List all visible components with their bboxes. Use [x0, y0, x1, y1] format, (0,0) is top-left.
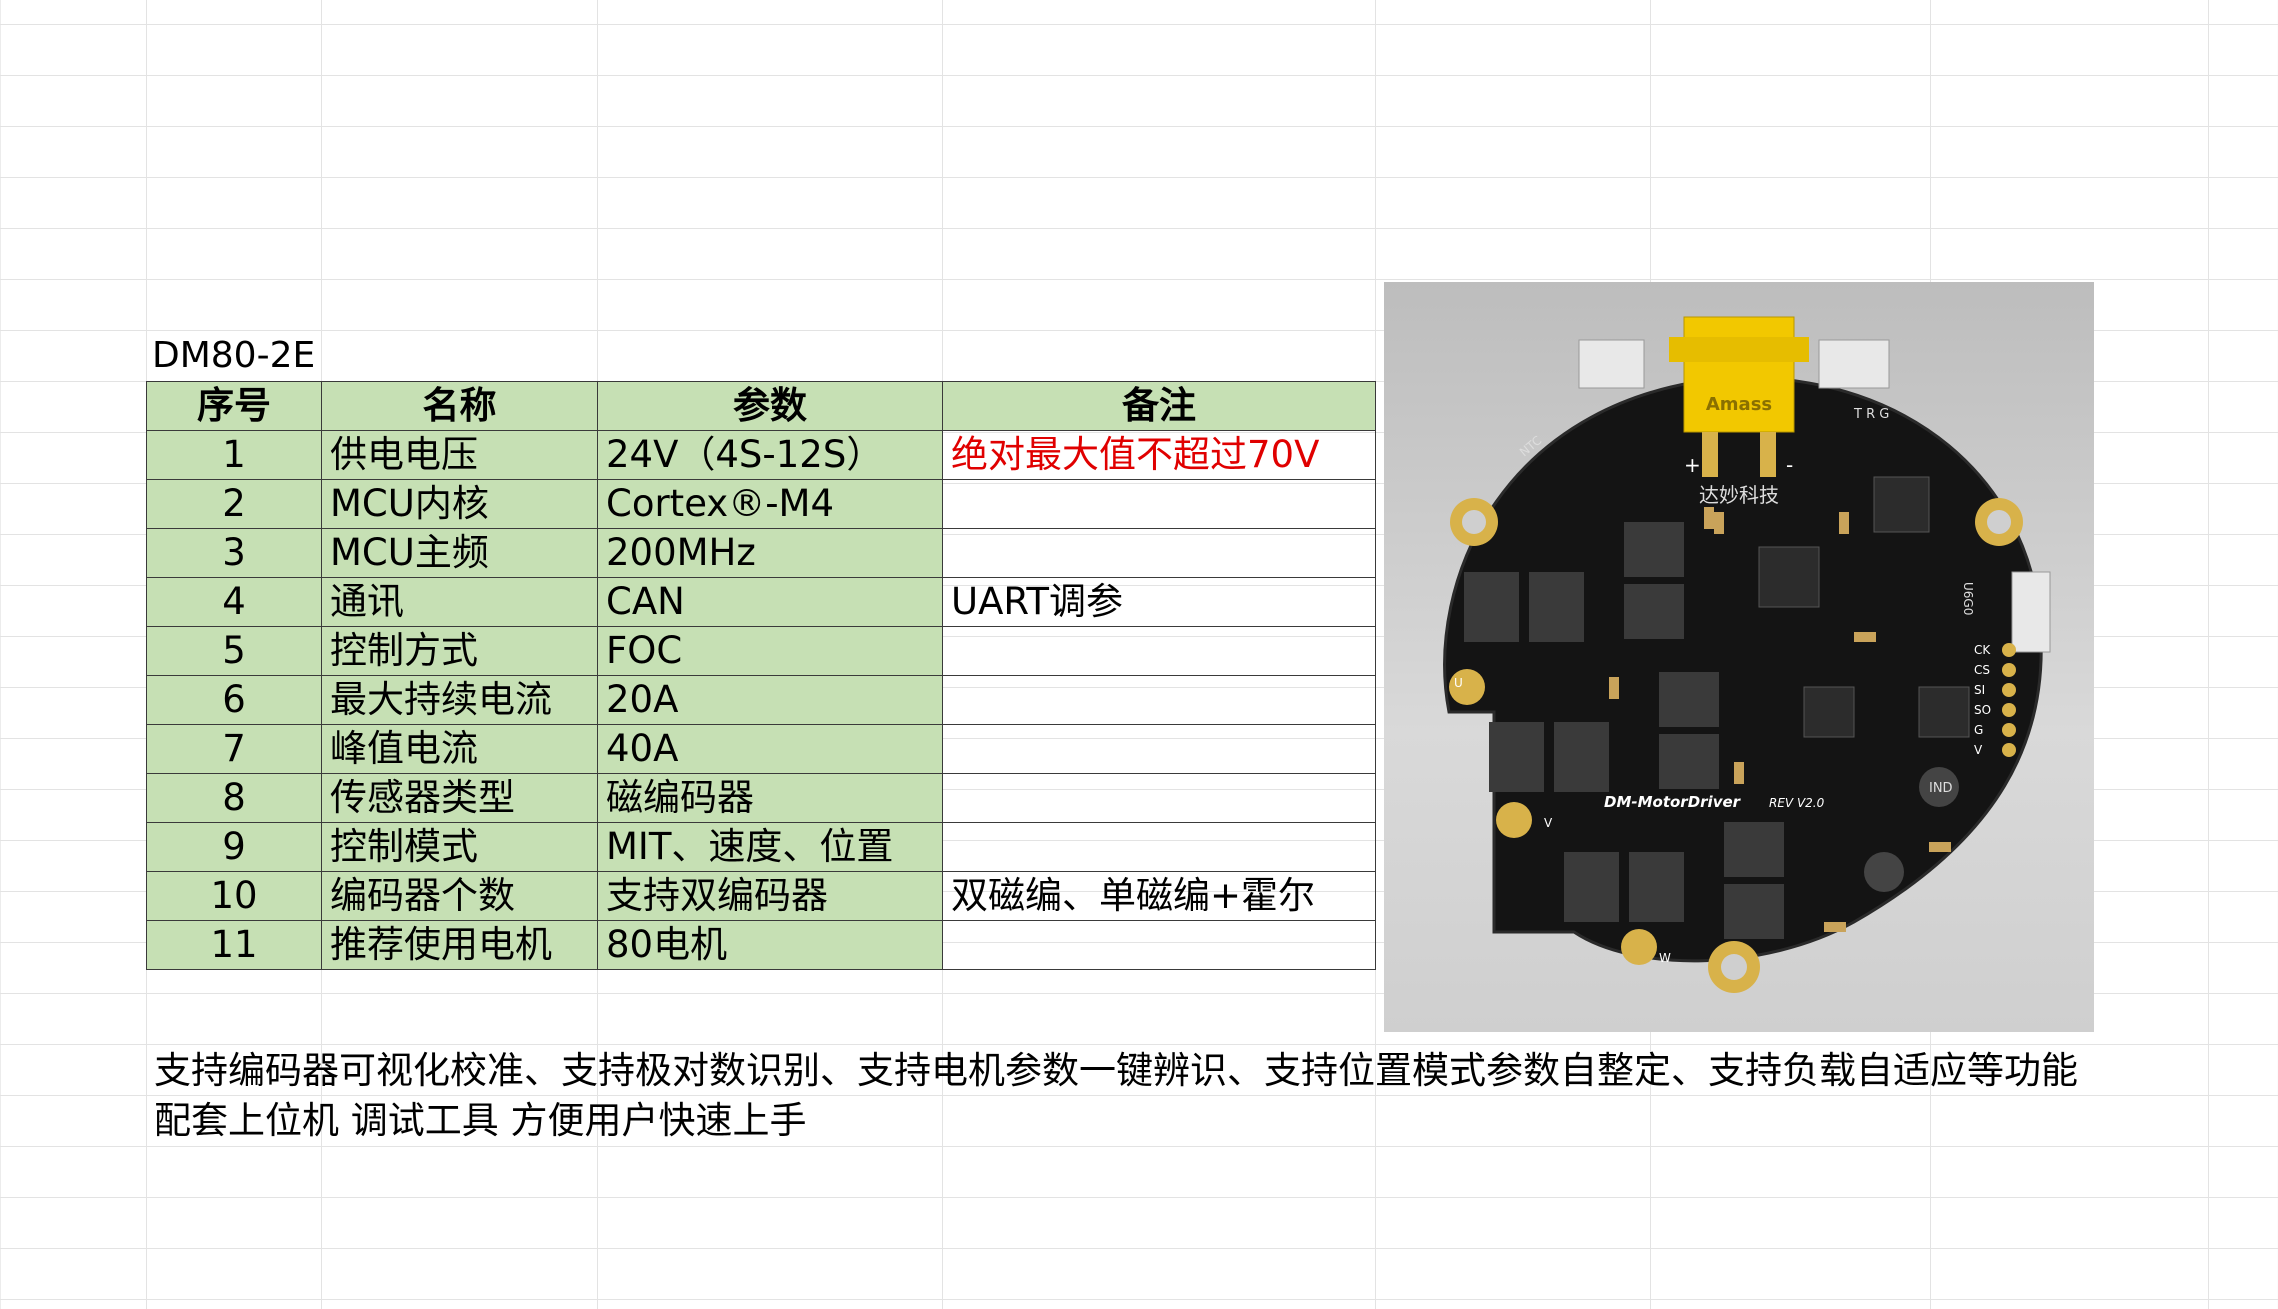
- param-cell[interactable]: 24V（4S-12S）: [597, 430, 943, 480]
- pcb-photo[interactable]: Amass + - 达妙科技 NTC T R G U V W IND: [1384, 282, 2094, 1032]
- column-divider: [1375, 0, 1376, 1309]
- param-cell[interactable]: MIT、速度、位置: [597, 822, 943, 872]
- param-cell[interactable]: FOC: [597, 626, 943, 676]
- svg-text:V: V: [1974, 743, 1983, 757]
- header-cell[interactable]: 序号: [146, 381, 322, 431]
- phase-label-u: U: [1454, 676, 1463, 690]
- param-cell[interactable]: Cortex®-M4: [597, 479, 943, 529]
- feature-note[interactable]: 支持编码器可视化校准、支持极对数识别、支持电机参数一键辨识、支持位置模式参数自整…: [154, 1046, 2078, 1146]
- remark-cell[interactable]: [942, 920, 1376, 970]
- remark-cell[interactable]: 绝对最大值不超过70V: [942, 430, 1376, 480]
- param-cell[interactable]: CAN: [597, 577, 943, 627]
- product-title-cell[interactable]: DM80-2E: [152, 335, 316, 376]
- remark-cell[interactable]: [942, 675, 1376, 725]
- chip-label: U6G0: [1961, 582, 1975, 615]
- remark-cell[interactable]: [942, 773, 1376, 823]
- name-cell[interactable]: 通讯: [321, 577, 598, 627]
- name-cell[interactable]: 编码器个数: [321, 871, 598, 921]
- row-number-cell[interactable]: 11: [146, 920, 322, 970]
- svg-text:CK: CK: [1974, 643, 1991, 657]
- remark-cell[interactable]: UART调参: [942, 577, 1376, 627]
- name-cell[interactable]: 峰值电流: [321, 724, 598, 774]
- phase-label-w: W: [1659, 951, 1671, 965]
- svg-text:SI: SI: [1974, 683, 1985, 697]
- row-number-cell[interactable]: 7: [146, 724, 322, 774]
- remark-cell[interactable]: [942, 528, 1376, 578]
- param-cell[interactable]: 80电机: [597, 920, 943, 970]
- phase-label-v: V: [1544, 816, 1553, 830]
- board-label: DM-MotorDriver: [1604, 793, 1742, 811]
- header-cell[interactable]: 备注: [942, 381, 1376, 431]
- spi-pins: CK CS SI SO G V: [1974, 643, 1991, 757]
- row-number-cell[interactable]: 1: [146, 430, 322, 480]
- row-number-cell[interactable]: 3: [146, 528, 322, 578]
- header-cell[interactable]: 名称: [321, 381, 598, 431]
- name-cell[interactable]: 控制方式: [321, 626, 598, 676]
- note-line: 配套上位机 调试工具 方便用户快速上手: [154, 1099, 807, 1142]
- name-cell[interactable]: 推荐使用电机: [321, 920, 598, 970]
- row-number-cell[interactable]: 2: [146, 479, 322, 529]
- minus-label: -: [1786, 453, 1793, 477]
- remark-cell[interactable]: [942, 822, 1376, 872]
- name-cell[interactable]: 供电电压: [321, 430, 598, 480]
- svg-text:G: G: [1974, 723, 1983, 737]
- svg-text:SO: SO: [1974, 703, 1991, 717]
- param-cell[interactable]: 40A: [597, 724, 943, 774]
- header-cell[interactable]: 参数: [597, 381, 943, 431]
- remark-cell[interactable]: [942, 626, 1376, 676]
- header-row: 序号 名称 参数 备注: [146, 381, 1376, 431]
- svg-text:CS: CS: [1974, 663, 1990, 677]
- remark-cell[interactable]: [942, 479, 1376, 529]
- name-cell[interactable]: 控制模式: [321, 822, 598, 872]
- revision-label: REV V2.0: [1769, 796, 1825, 810]
- row-number-cell[interactable]: 10: [146, 871, 322, 921]
- inductor-label: IND: [1929, 781, 1953, 796]
- plus-label: +: [1684, 453, 1701, 477]
- param-cell[interactable]: 磁编码器: [597, 773, 943, 823]
- row-number-cell[interactable]: 8: [146, 773, 322, 823]
- note-line: 支持编码器可视化校准、支持极对数识别、支持电机参数一键辨识、支持位置模式参数自整…: [154, 1049, 2078, 1092]
- remark-cell[interactable]: [942, 724, 1376, 774]
- row-number-cell[interactable]: 4: [146, 577, 322, 627]
- uart-pins-label: T R G: [1853, 407, 1889, 422]
- name-cell[interactable]: MCU主频: [321, 528, 598, 578]
- pcb-board-illustration: Amass + - 达妙科技 NTC T R G U V W IND: [1443, 316, 2051, 993]
- name-cell[interactable]: 传感器类型: [321, 773, 598, 823]
- row-number-cell[interactable]: 9: [146, 822, 322, 872]
- name-cell[interactable]: 最大持续电流: [321, 675, 598, 725]
- row-number-cell[interactable]: 6: [146, 675, 322, 725]
- connector-brand: Amass: [1706, 394, 1772, 415]
- param-cell[interactable]: 20A: [597, 675, 943, 725]
- row-number-cell[interactable]: 5: [146, 626, 322, 676]
- param-cell[interactable]: 支持双编码器: [597, 871, 943, 921]
- name-cell[interactable]: MCU内核: [321, 479, 598, 529]
- brand-label: 达妙科技: [1699, 483, 1779, 507]
- param-cell[interactable]: 200MHz: [597, 528, 943, 578]
- remark-cell[interactable]: 双磁编、单磁编+霍尔: [942, 871, 1376, 921]
- column-divider: [2208, 0, 2209, 1309]
